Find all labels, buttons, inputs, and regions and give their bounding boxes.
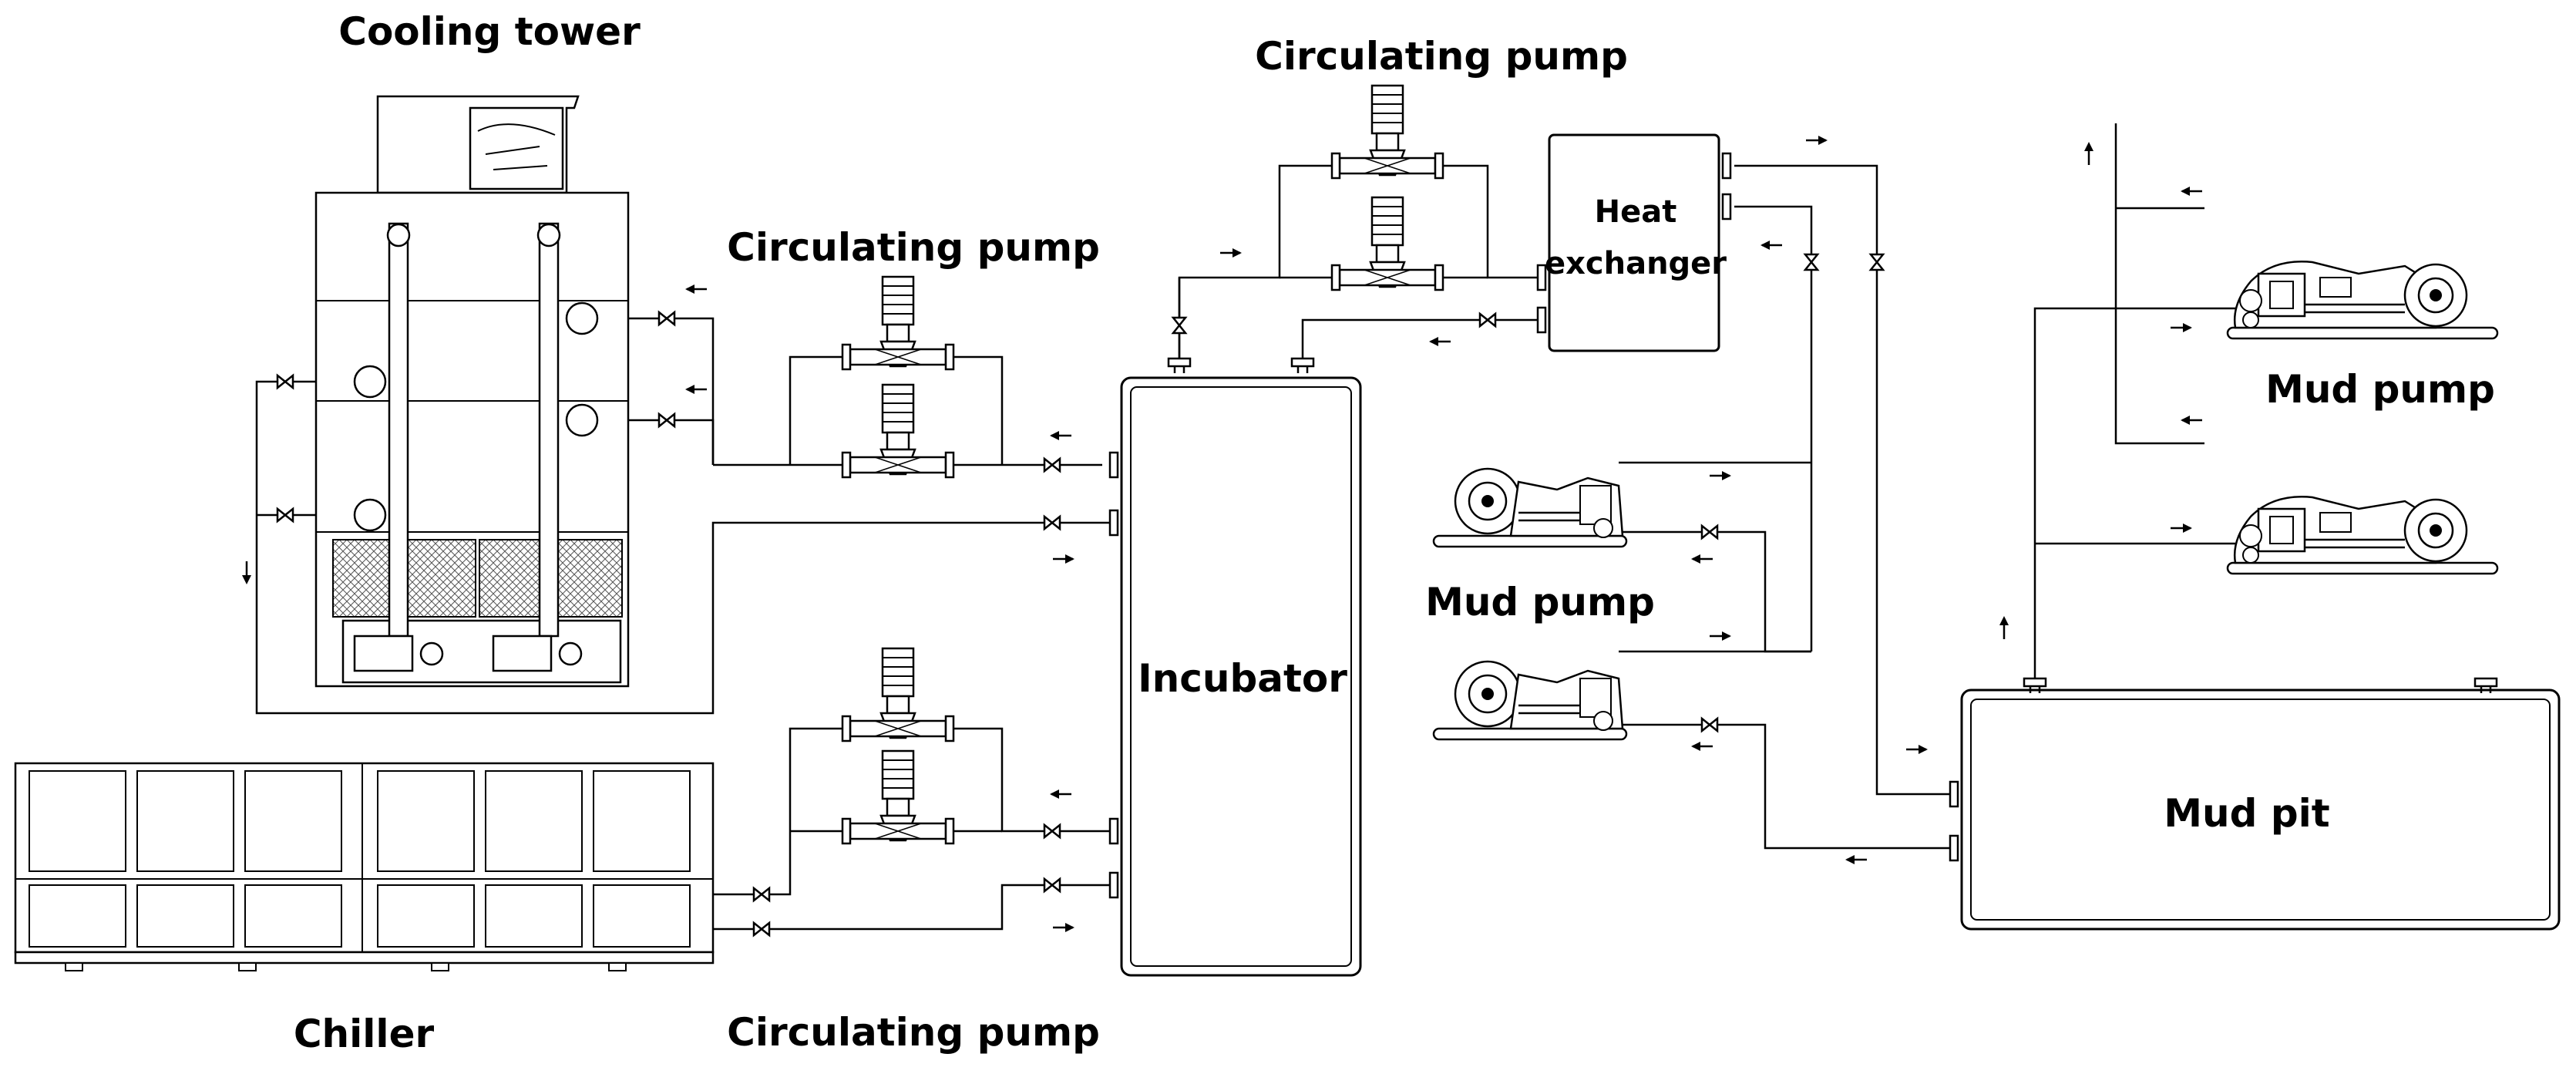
circulating-pump-unit [1330, 196, 1444, 291]
circulating-pump-unit [841, 749, 955, 845]
heat-exchanger-label-line1: Heat [1595, 194, 1677, 230]
circulating-pump-middle-label: Circulating pump [727, 225, 1100, 270]
mud-pump-unit [1432, 467, 1628, 548]
mud-pumps-right [2226, 261, 2499, 575]
circulating-pump-group-top [1330, 84, 1444, 291]
circulating-pump-group-bottom [841, 647, 955, 845]
circulating-pump-top-label: Circulating pump [1255, 34, 1628, 79]
circulating-pump-unit [841, 275, 955, 371]
mud-pump-left-label: Mud pump [1425, 580, 1655, 625]
mud-pump-unit [2226, 261, 2499, 340]
cooling-tower-label: Cooling tower [338, 9, 641, 54]
heat-exchanger-label-line2: exchanger [1545, 246, 1727, 281]
circulating-pump-unit [841, 647, 955, 742]
mud-pump-unit [2226, 496, 2499, 575]
mud-pump-unit [1432, 660, 1628, 741]
cooling-tower [314, 95, 630, 688]
incubator-label: Incubator [1138, 656, 1347, 701]
chiller-label: Chiller [294, 1012, 435, 1056]
circulating-pump-unit [1330, 84, 1444, 180]
circulating-pump-unit [841, 383, 955, 479]
mud-pit-tank [1949, 677, 2561, 931]
circulating-pump-group-middle [841, 275, 955, 479]
chiller [14, 762, 715, 971]
mud-pump-right-label: Mud pump [2265, 367, 2495, 412]
incubator-tank [1108, 357, 1362, 977]
heat-exchanger [1536, 133, 1732, 352]
circulating-pump-bottom-label: Circulating pump [727, 1010, 1100, 1055]
labels: Cooling tower Circulating pump Circulati… [294, 9, 2495, 1056]
mud-pit-label: Mud pit [2164, 791, 2329, 836]
